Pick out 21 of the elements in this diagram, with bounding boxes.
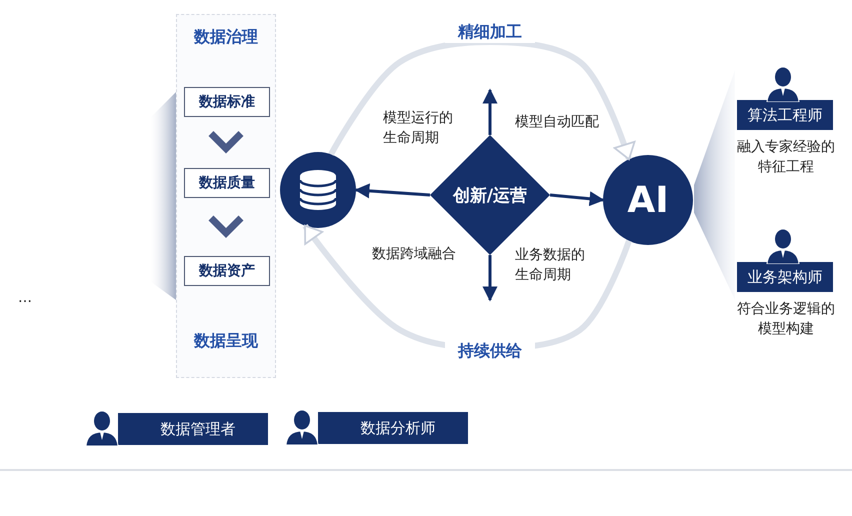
panel-heading: 数据治理 — [192, 27, 259, 48]
role-box: 数据管理者 — [118, 413, 268, 445]
role-description: 融入专家经验的特征工程 — [736, 138, 836, 177]
role-description: 符合业务逻辑的模型构建 — [736, 300, 836, 339]
cycle-arrow — [328, 39, 636, 160]
role-box: 数据分析师 — [318, 412, 468, 444]
process-box: 数据标准 — [184, 87, 270, 117]
arrow — [354, 183, 430, 198]
panel-heading: 数据呈现 — [192, 331, 259, 352]
edge-label: 精细加工 — [445, 22, 535, 43]
process-box: 数据资产 — [184, 256, 270, 286]
process-box: 数据质量 — [184, 168, 270, 198]
process-panel — [176, 14, 276, 378]
ai-circle: AI — [603, 155, 693, 245]
ellipsis: … — [18, 289, 33, 308]
arrow — [550, 191, 604, 206]
edge-label: 持续供给 — [445, 341, 535, 362]
quadrant-label: 模型自动匹配 — [515, 113, 600, 132]
arrow — [482, 255, 498, 302]
arrow — [482, 88, 498, 135]
light-beam — [694, 70, 735, 300]
